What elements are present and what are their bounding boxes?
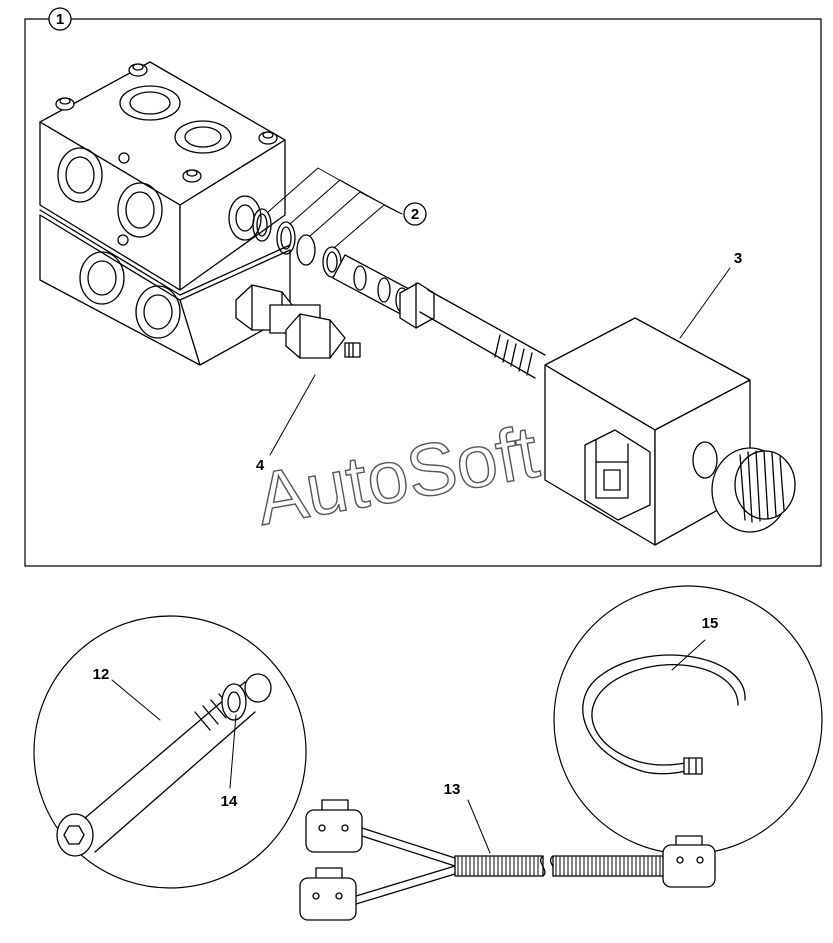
callout-15-label: 15 bbox=[702, 615, 719, 632]
relief-fitting bbox=[235, 284, 361, 359]
callout-1-circle bbox=[48, 7, 72, 31]
callout-2-label: 2 bbox=[411, 206, 419, 223]
callout-1-label: 1 bbox=[56, 11, 64, 28]
callout-13-label: 13 bbox=[444, 781, 461, 798]
cable-tie bbox=[582, 654, 746, 775]
callout-2-circle bbox=[403, 202, 427, 226]
item-3-leader bbox=[679, 267, 731, 339]
callout-14-label: 14 bbox=[221, 793, 238, 810]
detail-circle-bolt bbox=[33, 615, 307, 889]
sleeve-corrugations bbox=[457, 856, 661, 876]
item-13-leader bbox=[467, 799, 491, 854]
valve-cartridge bbox=[332, 254, 546, 379]
spacer-washer bbox=[221, 673, 272, 721]
item-14-leader bbox=[229, 714, 237, 789]
assembly-frame bbox=[24, 18, 822, 567]
callout-4-label: 4 bbox=[256, 457, 265, 474]
callout-12-label: 12 bbox=[93, 666, 110, 683]
item-12-leader bbox=[111, 679, 161, 721]
item-2-leaders bbox=[267, 167, 403, 249]
item-4-leader bbox=[269, 374, 316, 456]
item-15-leader bbox=[671, 639, 706, 671]
wiring-harness bbox=[299, 799, 716, 921]
detail-circle-cable-tie bbox=[553, 585, 823, 855]
callout-3-label: 3 bbox=[734, 250, 742, 267]
watermark-text: AutoSoft bbox=[250, 410, 544, 541]
solenoid-coil bbox=[544, 317, 796, 546]
